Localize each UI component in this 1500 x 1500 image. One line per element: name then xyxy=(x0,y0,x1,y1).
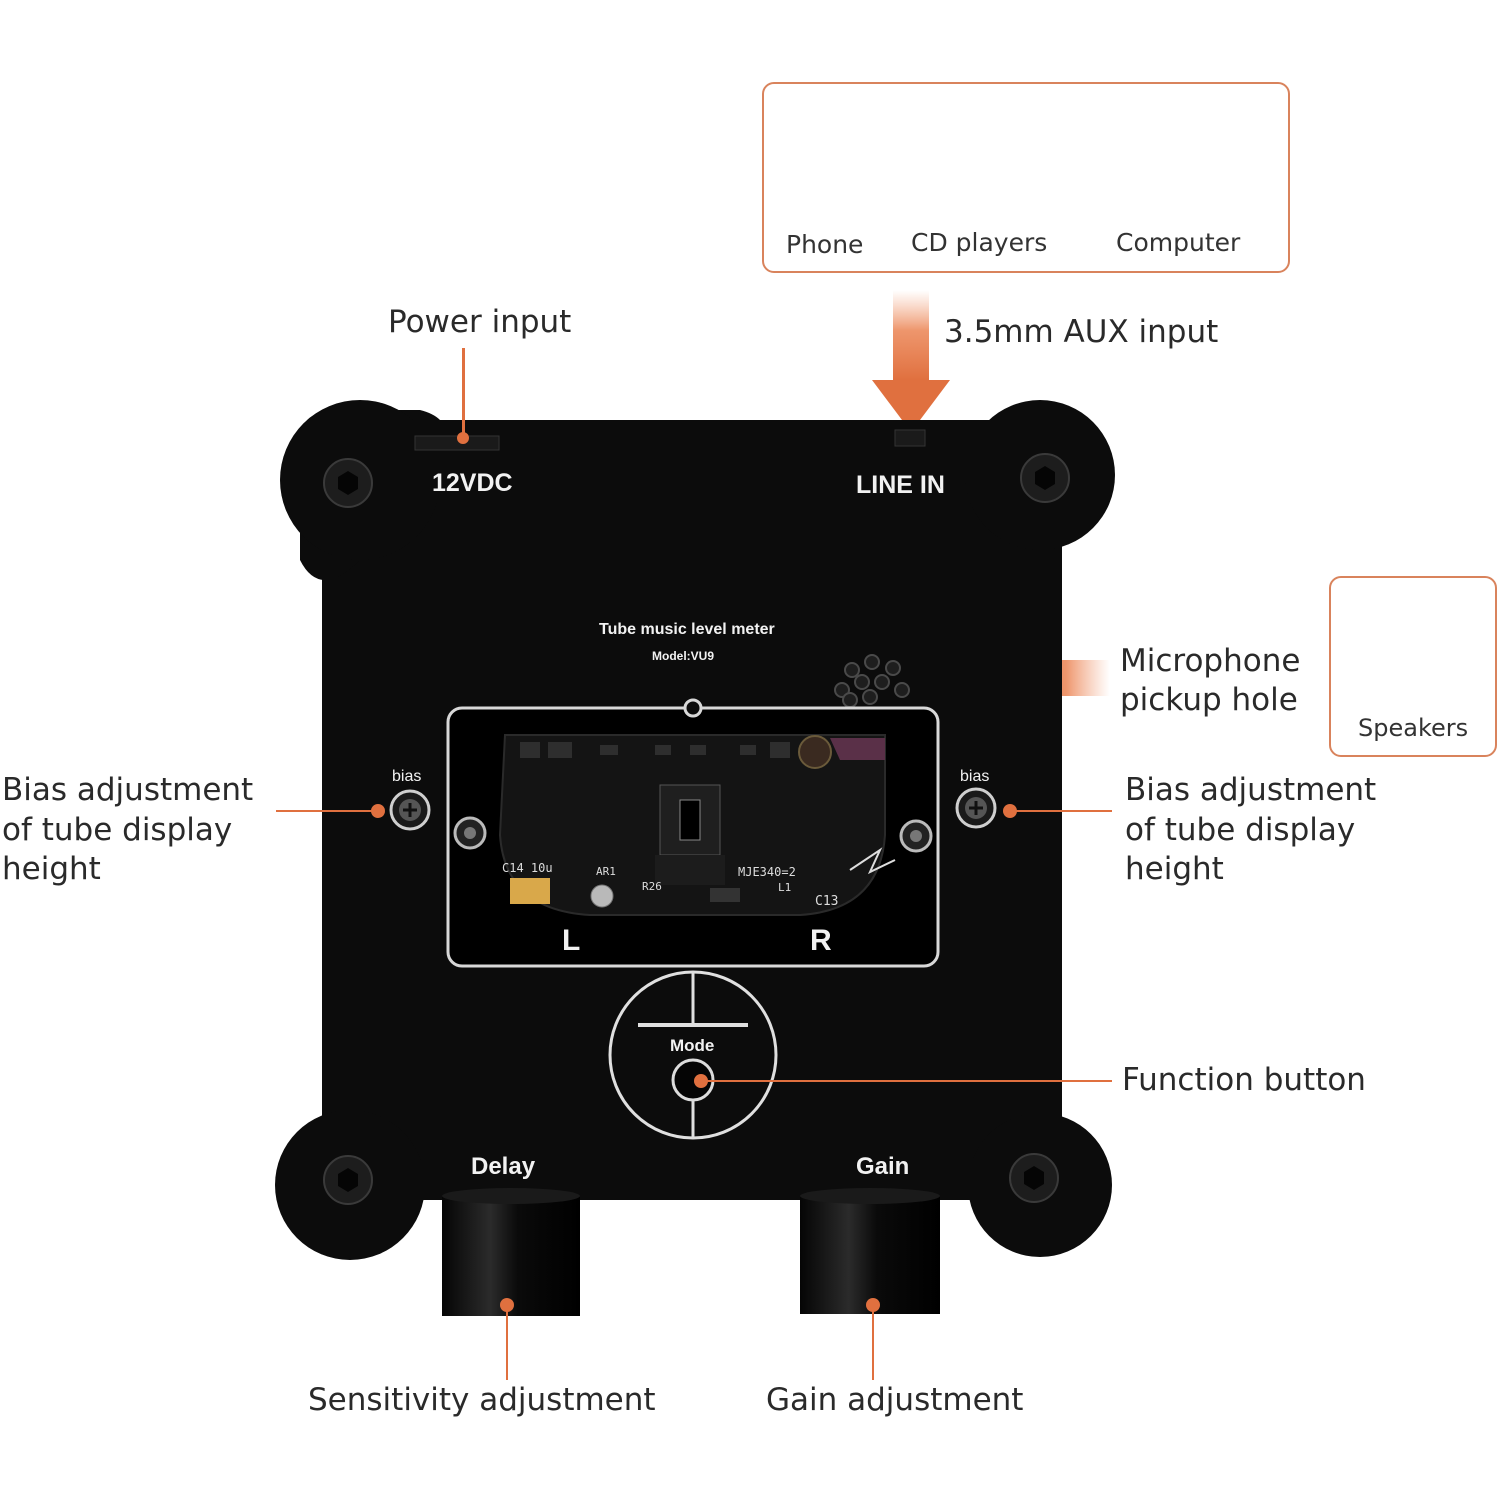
corner-screws xyxy=(323,453,1070,1205)
mic-holes xyxy=(834,654,910,708)
mode-dial xyxy=(608,970,778,1140)
bias-screw-right[interactable] xyxy=(955,787,997,829)
bias-right-callout-line1: Bias adjustment xyxy=(1125,772,1377,808)
function-button-callout: Function button xyxy=(1122,1062,1366,1098)
bias-left-label: bias xyxy=(392,768,422,785)
device-title: Tube music level meter xyxy=(599,621,775,638)
bias-left-callout-line1: Bias adjustment xyxy=(2,772,254,808)
mic-pickup-callout-line2: pickup hole xyxy=(1120,682,1298,718)
tube-window: C14 10u AR1 R26 MJE340=2 L1 C13 xyxy=(446,698,940,968)
aux-arrow xyxy=(872,290,950,432)
aux-input-callout: 3.5mm AUX input xyxy=(944,314,1219,350)
svg-text:AR1: AR1 xyxy=(596,865,616,878)
power-port-label: 12VDC xyxy=(432,469,513,497)
power-leader-dot xyxy=(457,432,469,444)
gain-adjustment-callout: Gain adjustment xyxy=(766,1382,1024,1418)
channel-right-label: R xyxy=(810,924,832,957)
svg-text:MJE340=2: MJE340=2 xyxy=(738,865,796,879)
line-in-jack[interactable] xyxy=(894,429,926,447)
bias-right-label: bias xyxy=(960,768,990,785)
bias-left-leader-dot xyxy=(371,804,385,818)
svg-text:R26: R26 xyxy=(642,880,662,893)
sensitivity-leader-dot xyxy=(500,1298,514,1312)
bias-right-callout-line2: of tube display xyxy=(1125,812,1356,848)
delay-knob[interactable] xyxy=(442,1188,580,1316)
delay-label: Delay xyxy=(471,1153,536,1180)
channel-left-label: L xyxy=(562,924,581,957)
gain-label: Gain xyxy=(856,1153,910,1180)
source-devices-box xyxy=(762,82,1290,273)
bias-left-leader-line xyxy=(276,810,376,812)
bias-right-callout-line3: height xyxy=(1125,851,1224,887)
mic-pickup-callout-line1: Microphone xyxy=(1120,643,1301,679)
mode-label: Mode xyxy=(670,1036,715,1055)
phone-label: Phone xyxy=(786,230,864,259)
bias-screw-left[interactable] xyxy=(389,789,431,831)
function-leader-line xyxy=(700,1080,1112,1082)
line-in-label: LINE IN xyxy=(856,471,945,499)
gain-leader-dot xyxy=(866,1298,880,1312)
bias-left-callout-line3: height xyxy=(2,851,101,887)
device-model: Model:VU9 xyxy=(652,649,715,663)
bias-right-leader-line xyxy=(1012,810,1112,812)
svg-text:L1: L1 xyxy=(778,881,791,894)
power-input-callout: Power input xyxy=(388,304,572,340)
bias-left-callout-line2: of tube display xyxy=(2,812,233,848)
gain-knob[interactable] xyxy=(800,1188,940,1314)
speakers-box xyxy=(1329,576,1497,757)
svg-text:C14 10u: C14 10u xyxy=(502,861,553,875)
power-leader-line xyxy=(462,348,465,440)
sensitivity-leader-line xyxy=(506,1306,508,1380)
function-leader-dot xyxy=(694,1074,708,1088)
svg-text:C13: C13 xyxy=(815,894,838,909)
sensitivity-callout: Sensitivity adjustment xyxy=(308,1382,656,1418)
computer-label: Computer xyxy=(1116,228,1241,257)
speakers-label: Speakers xyxy=(1358,714,1469,742)
cd-players-label: CD players xyxy=(911,228,1048,257)
bias-right-leader-dot xyxy=(1003,804,1017,818)
gain-leader-line xyxy=(872,1306,874,1380)
